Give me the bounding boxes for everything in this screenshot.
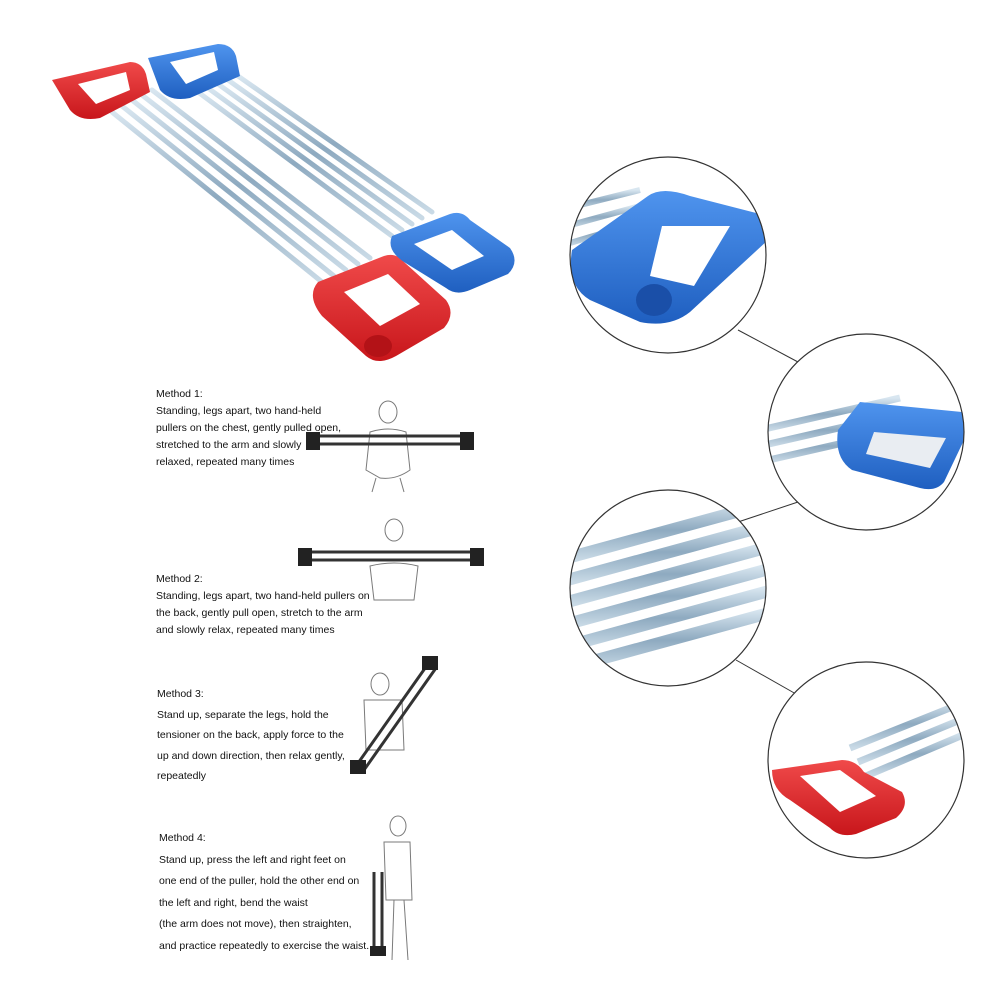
method-4-line: the left and right, bend the waist xyxy=(159,896,308,909)
method-1-title: Method 1: xyxy=(156,388,203,400)
method-2-line: the back, gently pull open, stretch to t… xyxy=(156,607,363,619)
detail-springs xyxy=(569,489,767,687)
method-3-line: Stand up, separate the legs, hold the xyxy=(157,708,329,721)
method-1-text: Method 1: Standing, legs apart, two hand… xyxy=(156,386,341,471)
method-4-text: Method 4: Stand up, press the left and r… xyxy=(159,828,369,957)
blue-expander xyxy=(148,44,515,293)
method-4-line: and practice repeatedly to exercise the … xyxy=(159,939,370,952)
method-3-figure xyxy=(350,656,438,774)
method-3-line: tensioner on the back, apply force to th… xyxy=(157,729,344,741)
method-2-title: Method 2: xyxy=(156,573,203,585)
method-4-line: (the arm does not move), then straighten… xyxy=(159,918,352,930)
detail-red-handle xyxy=(767,661,965,859)
method-2-text: Method 2: Standing, legs apart, two hand… xyxy=(156,571,370,639)
method-3-title: Method 3: xyxy=(157,688,204,700)
exercise-sketches xyxy=(298,400,484,961)
connector-lines xyxy=(735,329,799,695)
method-4-title: Method 4: xyxy=(159,832,206,844)
method-2-line: and slowly relax, repeated many times xyxy=(156,624,335,636)
method-1-line: Standing, legs apart, two hand-held xyxy=(156,405,322,417)
method-1-line: stretched to the arm and slowly xyxy=(156,439,302,451)
red-expander xyxy=(52,62,451,361)
detail-blue-springs xyxy=(767,333,965,531)
method-4-line: one end of the puller, hold the other en… xyxy=(159,875,360,887)
method-3-text: Method 3: Stand up, separate the legs, h… xyxy=(157,684,345,787)
method-2-line: Standing, legs apart, two hand-held pull… xyxy=(156,590,370,602)
method-2-figure xyxy=(298,518,484,601)
method-4-figure xyxy=(370,815,413,961)
method-1-line: pullers on the chest, gently pulled open… xyxy=(156,422,342,434)
method-4-line: Stand up, press the left and right feet … xyxy=(159,853,346,866)
detail-blue-handle xyxy=(569,156,767,354)
method-3-line: repeatedly xyxy=(157,770,207,782)
method-1-figure xyxy=(306,400,474,493)
method-1-line: relaxed, repeated many times xyxy=(156,456,295,468)
method-3-line: up and down direction, then relax gently… xyxy=(157,749,345,762)
